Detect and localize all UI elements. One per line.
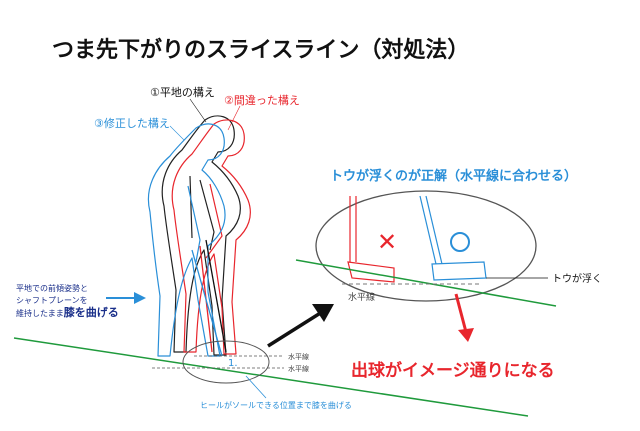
note-arrow: [106, 292, 146, 304]
zoom-ellipse: [315, 190, 537, 302]
result-text: 出球がイメージ通りになる: [351, 360, 555, 381]
leader-wrong: [227, 105, 241, 131]
label-horizontal-lower: 水平線: [288, 364, 309, 373]
slope-line: [13, 337, 529, 417]
left-note-line1: 平地での前傾姿勢と: [16, 283, 88, 293]
wrong-mark: ✕: [377, 228, 397, 256]
left-note-line3: 維持したまま膝を曲げる: [16, 305, 119, 319]
page-title: つま先下がりのスライスライン（対処法）: [52, 37, 469, 63]
label-flat-stance: ①平地の構え: [150, 86, 215, 99]
leader-bottom-caption: [245, 375, 267, 399]
golfer-flat-figure: [161, 115, 241, 356]
zoom-slope-line: [295, 259, 557, 307]
zoom-arrow: [267, 310, 323, 348]
leader-corrected: [169, 125, 185, 141]
zoom-horizontal-label: 水平線: [348, 291, 375, 303]
callout-heading: トウが浮くのが正解（水平線に合わせる）: [330, 168, 577, 184]
small-blue-mark: 1.: [228, 358, 238, 369]
result-arrow: [454, 293, 468, 333]
left-note-line2: シャフトプレーンを: [16, 296, 88, 305]
label-horizontal-upper: 水平線: [288, 352, 309, 361]
zoom-arrow-head: [312, 304, 334, 322]
label-corrected-stance: ③修正した構え: [94, 116, 170, 130]
left-note: 平地での前傾姿勢と シャフトプレーンを 維持したまま膝を曲げる: [16, 283, 119, 319]
toe-lifts-label: トウが浮く: [552, 272, 602, 285]
label-wrong-stance: ②間違った構え: [224, 94, 300, 107]
bottom-caption: ヒールがソールできる位置まで膝を曲げる: [200, 400, 352, 410]
zoom-source-ellipse: [182, 340, 270, 384]
wrong-club: [347, 196, 395, 283]
corrected-club: [419, 195, 487, 281]
correct-mark: [450, 232, 470, 252]
result-arrow-head: [458, 328, 474, 342]
golfer-corrected-figure: [147, 123, 226, 357]
golfer-wrong-figure: [171, 119, 251, 355]
leader-flat: [189, 98, 207, 123]
club-shafts: [191, 239, 227, 357]
